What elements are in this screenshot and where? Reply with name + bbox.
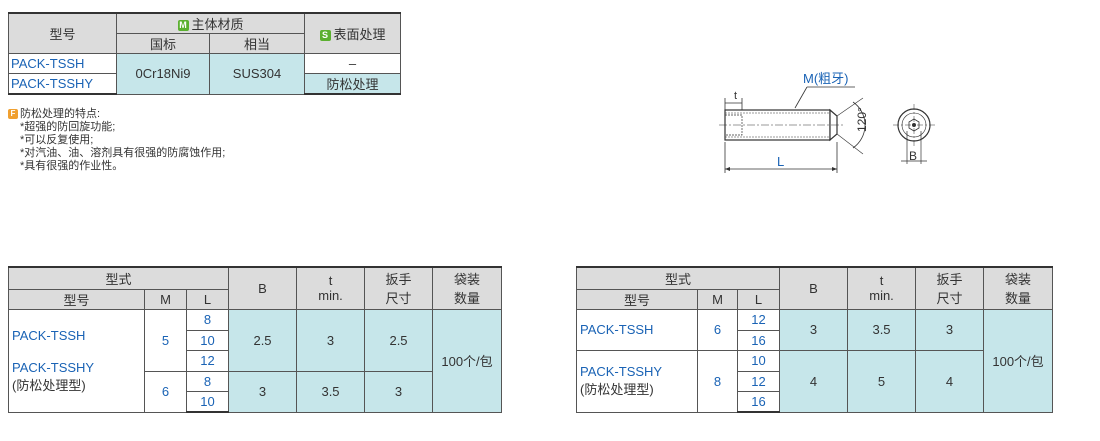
- l-cell: 16: [736, 329, 781, 351]
- b-cell: 4: [779, 349, 849, 413]
- note-item: *超强的防回旋功能;: [20, 121, 116, 133]
- model-cell: PACK-TSSHY: [8, 73, 117, 95]
- gb-header: 国标: [116, 33, 210, 54]
- set-screw-drawing: M(粗牙) t 120° L B: [719, 71, 935, 173]
- wrench-cell: 3: [915, 308, 985, 351]
- l-cell: 8: [185, 370, 230, 392]
- m-cell: 8: [697, 349, 738, 413]
- t-cell: 5: [847, 349, 917, 413]
- model-cell: PACK-TSSH: [8, 53, 117, 74]
- note-item: *可以反复使用;: [20, 134, 94, 146]
- wrench-cell: 4: [915, 349, 985, 413]
- notes-title: 防松处理的特点:: [20, 108, 101, 120]
- pack-header: 袋装数量: [432, 266, 503, 310]
- surface-badge-icon: S: [319, 30, 331, 42]
- pack-cell: 100个/包: [983, 308, 1054, 413]
- m-cell: 5: [144, 308, 187, 372]
- model-cell: PACK-TSSHY (防松处理型): [576, 349, 698, 413]
- t-cell: 3.5: [847, 308, 917, 351]
- l-cell: 12: [736, 370, 781, 392]
- model-cell: PACK-TSSH PACK-TSSHY (防松处理型): [8, 308, 145, 413]
- angle-label: 120°: [855, 107, 869, 132]
- pack-cell: 100个/包: [432, 308, 503, 413]
- b-label: B: [909, 149, 917, 163]
- l-cell: 12: [185, 349, 230, 372]
- pack-header: 袋装数量: [983, 266, 1054, 310]
- length-label: L: [777, 154, 784, 169]
- l-cell: 12: [736, 308, 781, 331]
- equiv-header: 相当: [208, 33, 306, 54]
- model-header: 型号: [576, 288, 698, 310]
- l-header: L: [736, 288, 781, 310]
- surface-cell: –: [304, 53, 402, 74]
- feature-badge-icon: F: [8, 109, 18, 120]
- m-cell: 6: [697, 308, 738, 351]
- note-item: *具有很强的作业性。: [20, 160, 124, 172]
- model-cell: PACK-TSSH: [576, 308, 698, 351]
- type-header: 型式: [575, 266, 781, 290]
- l-cell: 16: [736, 390, 781, 413]
- material-gb-cell: 0Cr18Ni9: [116, 53, 210, 95]
- l-header: L: [185, 288, 230, 310]
- material-header-label: 主体材质: [191, 17, 244, 32]
- m-cell: 6: [144, 370, 187, 413]
- thread-label: M(粗牙): [803, 71, 849, 86]
- b-header: B: [779, 266, 849, 310]
- t-label: t: [734, 90, 737, 102]
- m-header: M: [144, 288, 187, 310]
- l-cell: 10: [736, 349, 781, 372]
- type-header: 型式: [7, 266, 230, 290]
- model-header: 型号: [8, 12, 117, 54]
- model-header: 型号: [8, 288, 145, 310]
- material-equiv-cell: SUS304: [208, 53, 306, 95]
- b-cell: 2.5: [228, 308, 298, 372]
- wrench-cell: 3: [364, 370, 434, 413]
- l-cell: 10: [185, 329, 230, 351]
- wrench-cell: 2.5: [364, 308, 434, 372]
- t-cell: 3.5: [296, 370, 366, 413]
- surface-header-label: 表面处理: [333, 27, 386, 42]
- note-item: *对汽油、油、溶剂具有很强的防腐蚀作用;: [20, 147, 226, 159]
- b-cell: 3: [228, 370, 298, 413]
- wrench-header: 扳手尺寸: [915, 266, 985, 310]
- l-cell: 10: [185, 390, 230, 413]
- t-cell: 3: [296, 308, 366, 372]
- l-cell: 8: [185, 308, 230, 331]
- surface-cell: 防松处理: [304, 73, 402, 95]
- wrench-header: 扳手尺寸: [364, 266, 434, 310]
- b-cell: 3: [779, 308, 849, 351]
- m-header: M: [697, 288, 738, 310]
- material-badge-icon: M: [177, 20, 189, 32]
- b-header: B: [228, 266, 298, 310]
